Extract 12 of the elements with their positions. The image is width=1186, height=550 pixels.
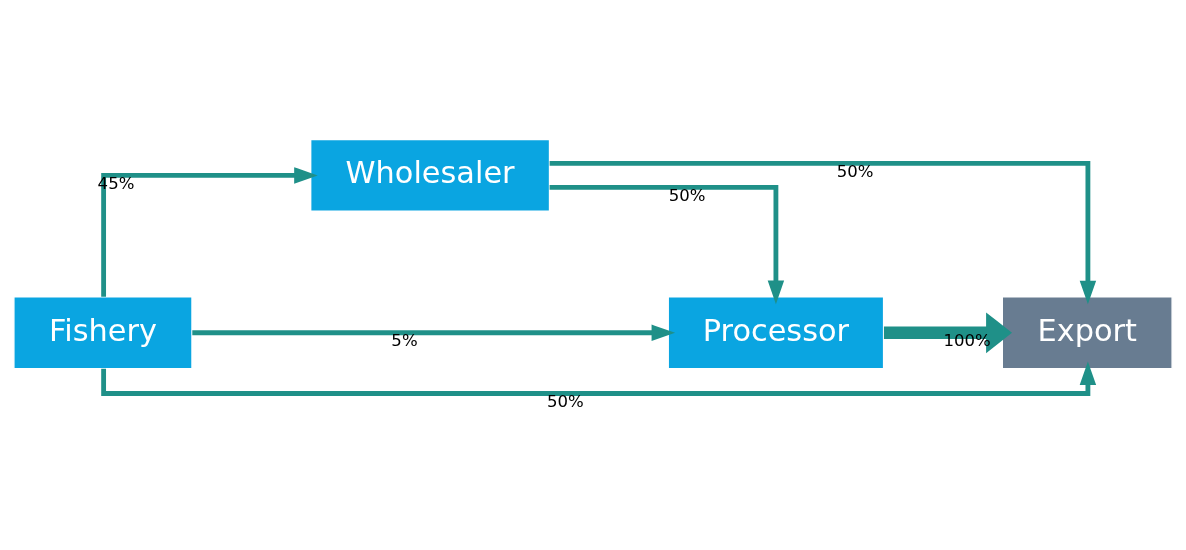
- arrow: [101, 166, 318, 297]
- edge-label: 50%: [547, 391, 584, 411]
- edge-label: 50%: [836, 161, 874, 181]
- node-box: Fishery: [13, 295, 193, 369]
- arrow: [192, 324, 676, 341]
- edge-label: 50%: [668, 185, 706, 205]
- node-box: Processor: [667, 295, 885, 369]
- node-box: Wholesaler: [310, 138, 551, 212]
- arrow: [549, 160, 1097, 304]
- edge-label: 5%: [391, 330, 418, 350]
- arrow: [549, 184, 785, 304]
- node-box: Export: [1001, 295, 1173, 369]
